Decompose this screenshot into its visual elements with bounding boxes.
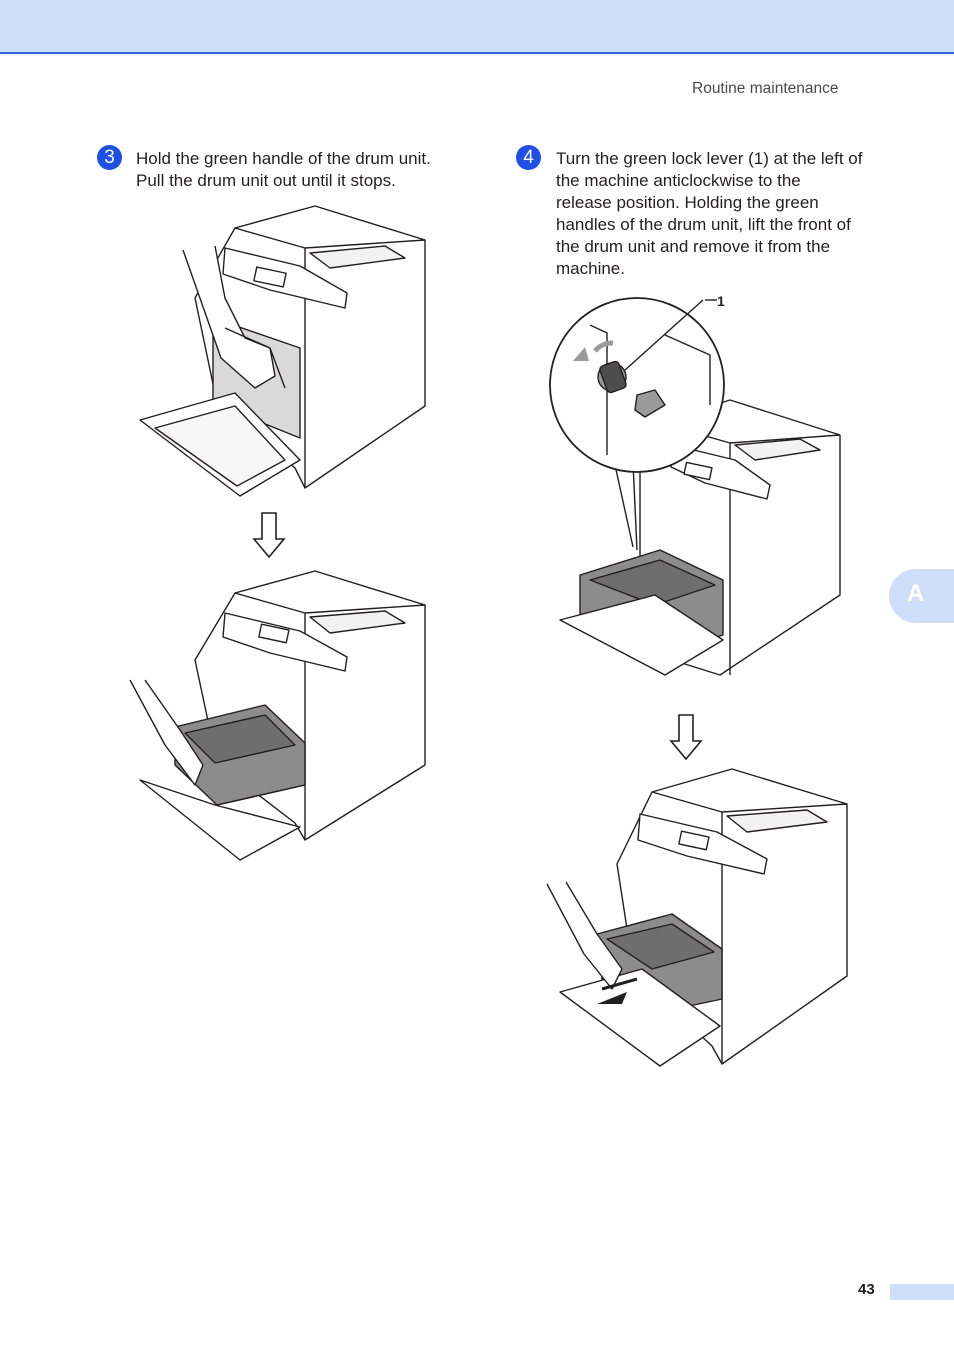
printer-illustration-drum-removal	[546, 768, 848, 1067]
step-3-instructions: Hold the green handle of the drum unit. …	[136, 148, 431, 192]
page-number: 43	[858, 1281, 875, 1298]
step-4-line: handles of the drum unit, lift the front…	[556, 215, 851, 234]
printer-illustration-lock-lever-detail	[549, 297, 841, 676]
step-3-line: Hold the green handle of the drum unit.	[136, 149, 431, 168]
step-4-line: release position. Holding the green	[556, 193, 819, 212]
appendix-tab-label: A	[907, 580, 925, 607]
page-number-bar	[890, 1284, 954, 1300]
down-arrow-icon	[669, 714, 703, 761]
appendix-tab: A	[889, 569, 954, 623]
step-4-line: the machine anticlockwise to the	[556, 171, 801, 190]
printer-illustration-drum-pulled-out	[129, 570, 426, 861]
header-band	[0, 0, 954, 54]
step-3-bullet: 3	[97, 145, 122, 170]
printer-illustration-hand-on-drum-handle	[139, 205, 426, 497]
step-4-instructions: Turn the green lock lever (1) at the lef…	[556, 148, 862, 280]
step-4-bullet: 4	[516, 145, 541, 170]
step-4-line: machine.	[556, 259, 625, 278]
down-arrow-icon	[252, 512, 286, 559]
step-4-line: Turn the green lock lever (1) at the lef…	[556, 149, 863, 168]
step-3-line: Pull the drum unit out until it stops.	[136, 171, 396, 190]
callout-number-1: 1	[717, 293, 725, 309]
step-4-line: the drum unit and remove it from the	[556, 237, 831, 256]
running-head: Routine maintenance	[692, 80, 839, 97]
